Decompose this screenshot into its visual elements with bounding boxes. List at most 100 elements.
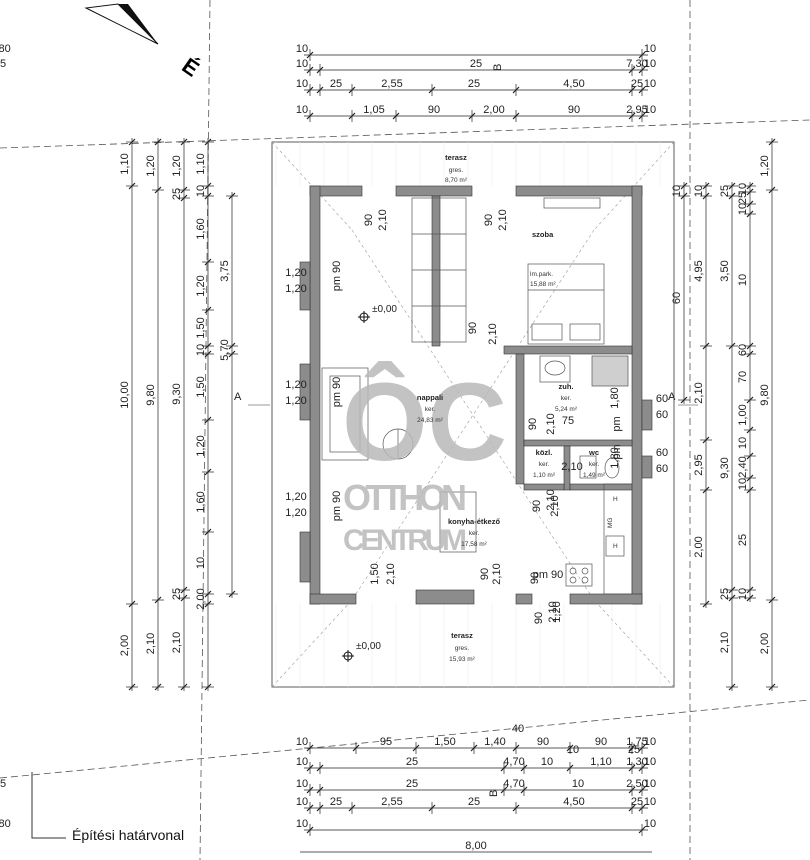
dimension-label: 10 bbox=[296, 818, 308, 830]
roof-outline bbox=[271, 141, 675, 688]
dimension-label: 1,50 bbox=[434, 736, 455, 748]
dimension-label: 10 bbox=[644, 104, 656, 116]
dimension-label: 10 bbox=[737, 203, 749, 215]
svg-text:szoba: szoba bbox=[532, 230, 554, 239]
boundary-leader bbox=[31, 772, 66, 839]
dimension-label: 10 bbox=[737, 274, 749, 286]
dimension-label: 25 bbox=[330, 78, 342, 90]
dimension-label: 9,80 bbox=[759, 384, 771, 405]
opening-dimension: 1,20 bbox=[285, 267, 306, 279]
svg-text:terasz: terasz bbox=[445, 153, 467, 162]
opening-dimension: 1,20 bbox=[551, 601, 563, 622]
opening-dimension: 90 bbox=[531, 500, 543, 512]
dimension-label: 25 bbox=[171, 188, 183, 200]
appliance-h: H bbox=[613, 496, 618, 503]
right-dimension-lines: 104,952,102,952,00253,509,30252,101,209,… bbox=[671, 138, 778, 691]
dimension-label: 10 bbox=[572, 778, 584, 790]
dimension-label: 9,80 bbox=[145, 384, 157, 405]
dimension-label: 4,50 bbox=[563, 796, 584, 808]
opening-dimension: 75 bbox=[562, 415, 574, 427]
dimension-label: 90 bbox=[595, 736, 607, 748]
dimension-label: 3,75 bbox=[219, 260, 231, 281]
dimension-label: 1,00 bbox=[737, 404, 749, 425]
dimension-label: 60 bbox=[671, 292, 683, 304]
opening-dimension: 1,80 bbox=[609, 447, 621, 468]
svg-text:wc: wc bbox=[588, 448, 599, 457]
svg-text:15,93 m²: 15,93 m² bbox=[449, 656, 475, 663]
dimension-label: 25 bbox=[631, 796, 643, 808]
dimension-label: 25 bbox=[468, 78, 480, 90]
dimension-label: 10 bbox=[644, 778, 656, 790]
room-label-terrace-bottom: terasz gres. 15,93 m² bbox=[449, 631, 475, 663]
dimension-label: 1,20 bbox=[195, 435, 207, 456]
dimension-label: 10 bbox=[541, 756, 553, 768]
room-label-wc: wc ker. 1,49 m² bbox=[583, 448, 606, 479]
dimension-label: 25 bbox=[628, 744, 640, 756]
dimension-label: 2,10 bbox=[719, 632, 731, 653]
opening-dimension: pm 90 bbox=[331, 377, 343, 408]
dimension-label: 2,10 bbox=[171, 632, 183, 653]
room-label-kitchen: konyha-étkező ker. 17,58 m² bbox=[448, 517, 501, 548]
dimension-label: 1,60 bbox=[195, 218, 207, 239]
dimension-label: 8,00 bbox=[465, 840, 486, 852]
dimension-label: 4,50 bbox=[563, 78, 584, 90]
svg-text:1,49 m²: 1,49 m² bbox=[583, 472, 606, 479]
svg-text:17,58 m²: 17,58 m² bbox=[461, 541, 487, 548]
svg-text:közl.: közl. bbox=[536, 448, 553, 457]
dimension-label: 10 bbox=[737, 183, 749, 195]
dimension-label: 10 bbox=[195, 557, 207, 569]
svg-text:ker.: ker. bbox=[589, 461, 600, 468]
opening-dimension: 2,10 bbox=[385, 563, 397, 584]
svg-text:zuh.: zuh. bbox=[559, 382, 574, 391]
opening-dimension: 60 bbox=[656, 463, 668, 475]
dimension-label: 25 bbox=[0, 778, 6, 790]
room-label-terrace-top: terasz gres. 8,70 m² bbox=[445, 153, 468, 184]
furniture bbox=[321, 197, 633, 595]
opening-dimension: 1,20 bbox=[285, 395, 306, 407]
svg-text:konyha-étkező: konyha-étkező bbox=[448, 517, 501, 526]
svg-text:15,88 m²: 15,88 m² bbox=[530, 281, 556, 288]
svg-text:ÔC: ÔC bbox=[342, 361, 507, 484]
opening-dimension: 2,10 bbox=[561, 461, 582, 473]
svg-text:±0,00: ±0,00 bbox=[356, 641, 381, 652]
dimension-label: 10 bbox=[296, 58, 308, 70]
dimension-label: 4,95 bbox=[693, 260, 705, 281]
svg-text:gres.: gres. bbox=[449, 167, 464, 174]
opening-dimension: 2,10 bbox=[545, 489, 557, 510]
dimension-label: 10 bbox=[693, 185, 705, 197]
svg-text:ker.: ker. bbox=[425, 406, 436, 413]
dimension-label: 10 bbox=[296, 736, 308, 748]
dimension-label: 4,70 bbox=[503, 756, 524, 768]
dimension-label: 10 bbox=[737, 588, 749, 600]
dimension-label: 2,10 bbox=[145, 633, 157, 654]
dimension-label: 2,95 bbox=[626, 104, 647, 116]
dimension-label: 2,55 bbox=[381, 796, 402, 808]
dimension-label: 10 bbox=[644, 736, 656, 748]
svg-text:lm.park.: lm.park. bbox=[530, 271, 553, 278]
svg-text:8,70 m²: 8,70 m² bbox=[445, 177, 468, 184]
opening-dimension: 1,50 bbox=[369, 563, 381, 584]
dimension-label: 25 bbox=[0, 58, 6, 70]
opening-dimension: 2,10 bbox=[487, 323, 499, 344]
svg-text:A: A bbox=[234, 391, 242, 403]
dimension-label: 2,50 bbox=[626, 778, 647, 790]
appliance-h2: H bbox=[613, 543, 618, 550]
svg-text:ker.: ker. bbox=[469, 530, 480, 537]
room-label-room: szoba lm.park. 15,88 m² bbox=[530, 230, 556, 288]
dimension-label: 1,20 bbox=[195, 275, 207, 296]
dimension-label: 25 bbox=[406, 756, 418, 768]
level-marker-inside: ±0,00 bbox=[358, 304, 397, 323]
svg-text:24,83 m²: 24,83 m² bbox=[417, 417, 443, 424]
dimension-label: 1,10 bbox=[195, 153, 207, 174]
dimension-label: 10 bbox=[644, 78, 656, 90]
dimension-label: 1,20 bbox=[171, 155, 183, 176]
dimension-label: 4,70 bbox=[503, 778, 524, 790]
left-dimension-lines: 1,1010,002,001,209,802,101,20259,30252,1… bbox=[119, 138, 238, 691]
dimension-label: 10 bbox=[296, 756, 308, 768]
opening-dimension: 2,10 bbox=[545, 413, 557, 434]
opening-dimension: 2,10 bbox=[547, 601, 559, 622]
dimension-label: 10 bbox=[296, 43, 308, 55]
dimension-label: 10 bbox=[296, 778, 308, 790]
north-arrow-icon: É bbox=[84, 3, 204, 82]
